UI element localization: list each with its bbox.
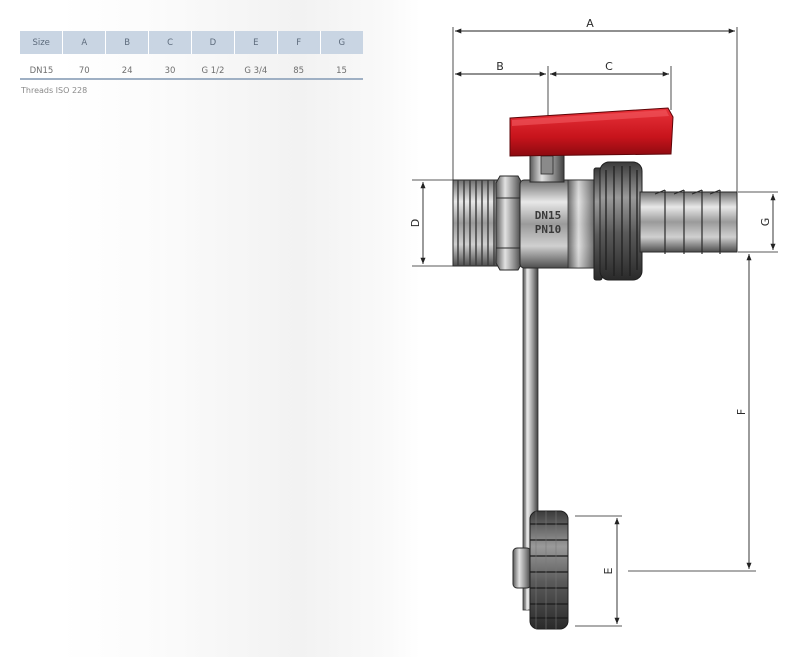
table-header-row: Size A B C D E F G xyxy=(20,31,363,54)
dimension-d-label: D xyxy=(409,219,422,227)
dimensions-table: Size A B C D E F G DN15 70 24 30 G 1/2 G… xyxy=(20,31,363,80)
hex-nut xyxy=(495,175,523,271)
dimension-c-label: C xyxy=(605,60,613,73)
cell-e: G 3/4 xyxy=(234,54,278,80)
table-row: DN15 70 24 30 G 1/2 G 3/4 85 15 xyxy=(20,54,363,80)
hose-barb xyxy=(639,189,738,254)
valve-stem xyxy=(529,153,565,183)
cell-g: 15 xyxy=(320,54,363,80)
drain-cap xyxy=(512,510,569,630)
extension-lines xyxy=(412,27,778,627)
cell-a: 70 xyxy=(62,54,106,80)
cell-d: G 1/2 xyxy=(191,54,235,80)
body-marking-dn: DN15 xyxy=(535,209,562,222)
dimension-labels: A B C D G F E xyxy=(409,17,772,574)
header-size: Size xyxy=(20,31,64,54)
dimension-lines xyxy=(420,28,776,624)
dimension-g-label: G xyxy=(759,218,772,227)
male-thread xyxy=(452,179,504,267)
header-b: B xyxy=(105,31,150,54)
cell-c: 30 xyxy=(148,54,192,80)
dimension-f-label: F xyxy=(735,409,748,415)
threads-note: Threads ISO 228 xyxy=(21,86,88,95)
dimension-b-label: B xyxy=(496,60,504,73)
header-e: E xyxy=(234,31,278,54)
cell-f: 85 xyxy=(277,54,321,80)
lever-handle xyxy=(509,107,674,157)
header-a: A xyxy=(62,31,107,54)
dimension-e-label: E xyxy=(602,567,615,574)
cell-b: 24 xyxy=(105,54,149,80)
valve-body: DN15 PN10 xyxy=(519,179,599,269)
dimension-a-label: A xyxy=(586,17,594,30)
union-nut xyxy=(593,161,643,281)
cell-size: DN15 xyxy=(20,54,63,80)
header-d: D xyxy=(191,31,235,54)
header-g: G xyxy=(320,31,363,54)
header-f: F xyxy=(277,31,321,54)
body-marking-pn: PN10 xyxy=(535,223,562,236)
header-c: C xyxy=(148,31,192,54)
